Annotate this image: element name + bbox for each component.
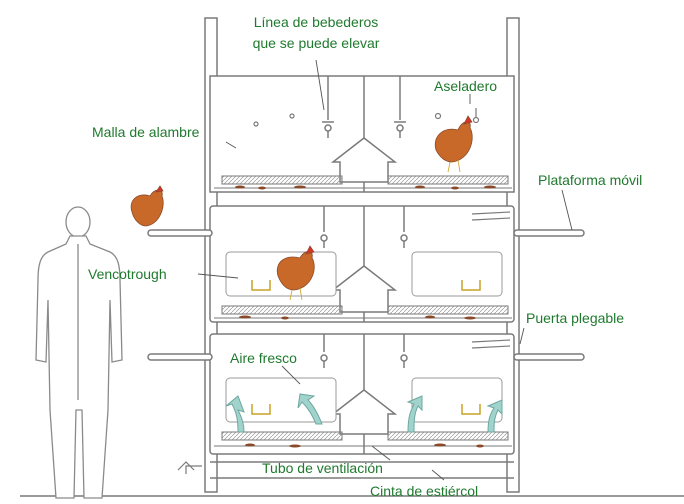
label-fresh-air: Aire fresco [230, 350, 297, 366]
label-drinker-line-1: Línea de bebederos [253, 14, 379, 30]
hen-outside [130, 185, 164, 227]
leader-lines [197, 59, 573, 481]
feeder-troughs [251, 280, 481, 415]
drinker-lines [320, 76, 408, 368]
nest-boxes [225, 251, 503, 423]
hen-top-tier [434, 115, 473, 173]
hen-middle-tier [276, 245, 315, 301]
label-wire-mesh: Malla de alambre [92, 124, 200, 140]
farmer-figure [35, 206, 123, 499]
movable-platforms [147, 229, 585, 361]
label-perch: Aseladero [434, 78, 498, 94]
perches [253, 108, 480, 127]
mesh-floors [214, 175, 512, 447]
fresh-air-arrows [225, 393, 503, 433]
label-ventilation-tube: Tubo de ventilación [262, 460, 383, 476]
folding-door [471, 211, 511, 349]
label-folding-door: Puerta plegable [526, 310, 625, 326]
label-drinker-line-2: que se puede elevar [252, 35, 380, 51]
label-vencotrough: Vencotrough [88, 266, 167, 282]
ventilation-arrow [177, 461, 202, 474]
label-manure-belt: Cinta de estiércol [370, 483, 479, 499]
label-movable-platform: Plataforma móvil [538, 172, 643, 188]
manure-specks [235, 185, 496, 448]
